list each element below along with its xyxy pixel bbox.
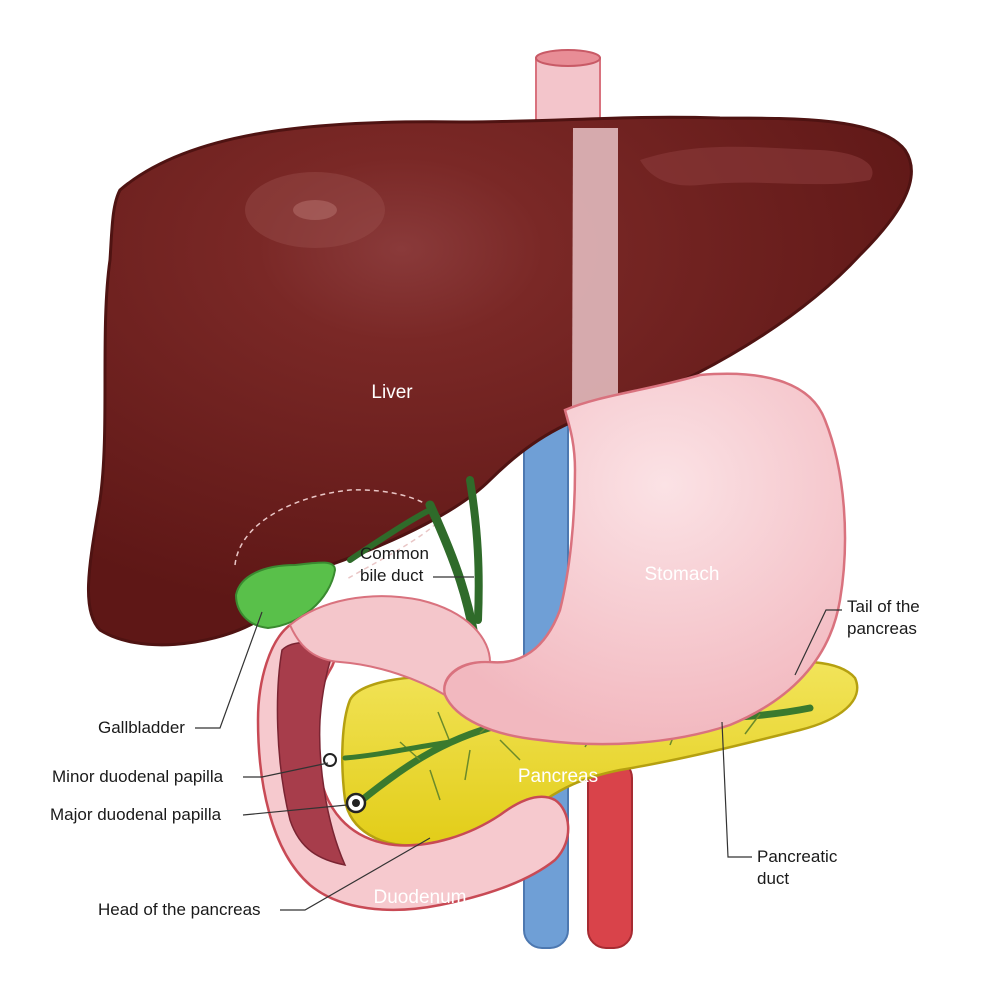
accessory-duct — [342, 739, 453, 761]
cystic-duct — [347, 507, 433, 563]
common-bile-duct-label-line2: bile duct — [360, 566, 424, 585]
major-papilla-label: Major duodenal papilla — [50, 805, 222, 824]
minor-papilla — [323, 753, 337, 767]
hepatic-duct-branch — [466, 476, 483, 624]
stomach — [442, 372, 847, 746]
liver-left-lobe-highlight — [640, 146, 873, 186]
duodenum-label: Duodenum — [374, 887, 467, 908]
tail-of-pancreas-leader — [794, 609, 842, 676]
tail-of-pancreas-label-line1: Tail of the — [847, 597, 920, 616]
esophagus-over-liver — [572, 128, 618, 412]
aorta — [587, 759, 633, 949]
esophagus-opening — [535, 49, 601, 67]
major-papilla-center — [352, 799, 360, 807]
common-bile-duct-label-line1: Common — [360, 544, 429, 563]
head-of-pancreas-leader — [280, 837, 431, 911]
pancreatic-duct-leader — [721, 721, 752, 858]
gallbladder-outline — [234, 489, 441, 581]
liver-highlight-core — [293, 200, 337, 220]
head-of-pancreas-label: Head of the pancreas — [98, 900, 261, 919]
pancreatic-duct-label-line1: Pancreatic — [757, 847, 838, 866]
gallbladder-leader — [195, 611, 263, 729]
gallbladder-label: Gallbladder — [98, 718, 185, 737]
stomach-label: Stomach — [645, 564, 720, 585]
pancreatic-duct-label-line2: duct — [757, 869, 789, 888]
tail-of-pancreas-label-line2: pancreas — [847, 619, 917, 638]
minor-papilla-leader — [243, 762, 329, 778]
minor-papilla-label: Minor duodenal papilla — [52, 767, 224, 786]
pancreas-label: Pancreas — [518, 766, 598, 787]
stomach-pylorus — [288, 595, 492, 698]
liver-label: Liver — [371, 382, 413, 403]
major-papilla-leader — [242, 804, 348, 816]
